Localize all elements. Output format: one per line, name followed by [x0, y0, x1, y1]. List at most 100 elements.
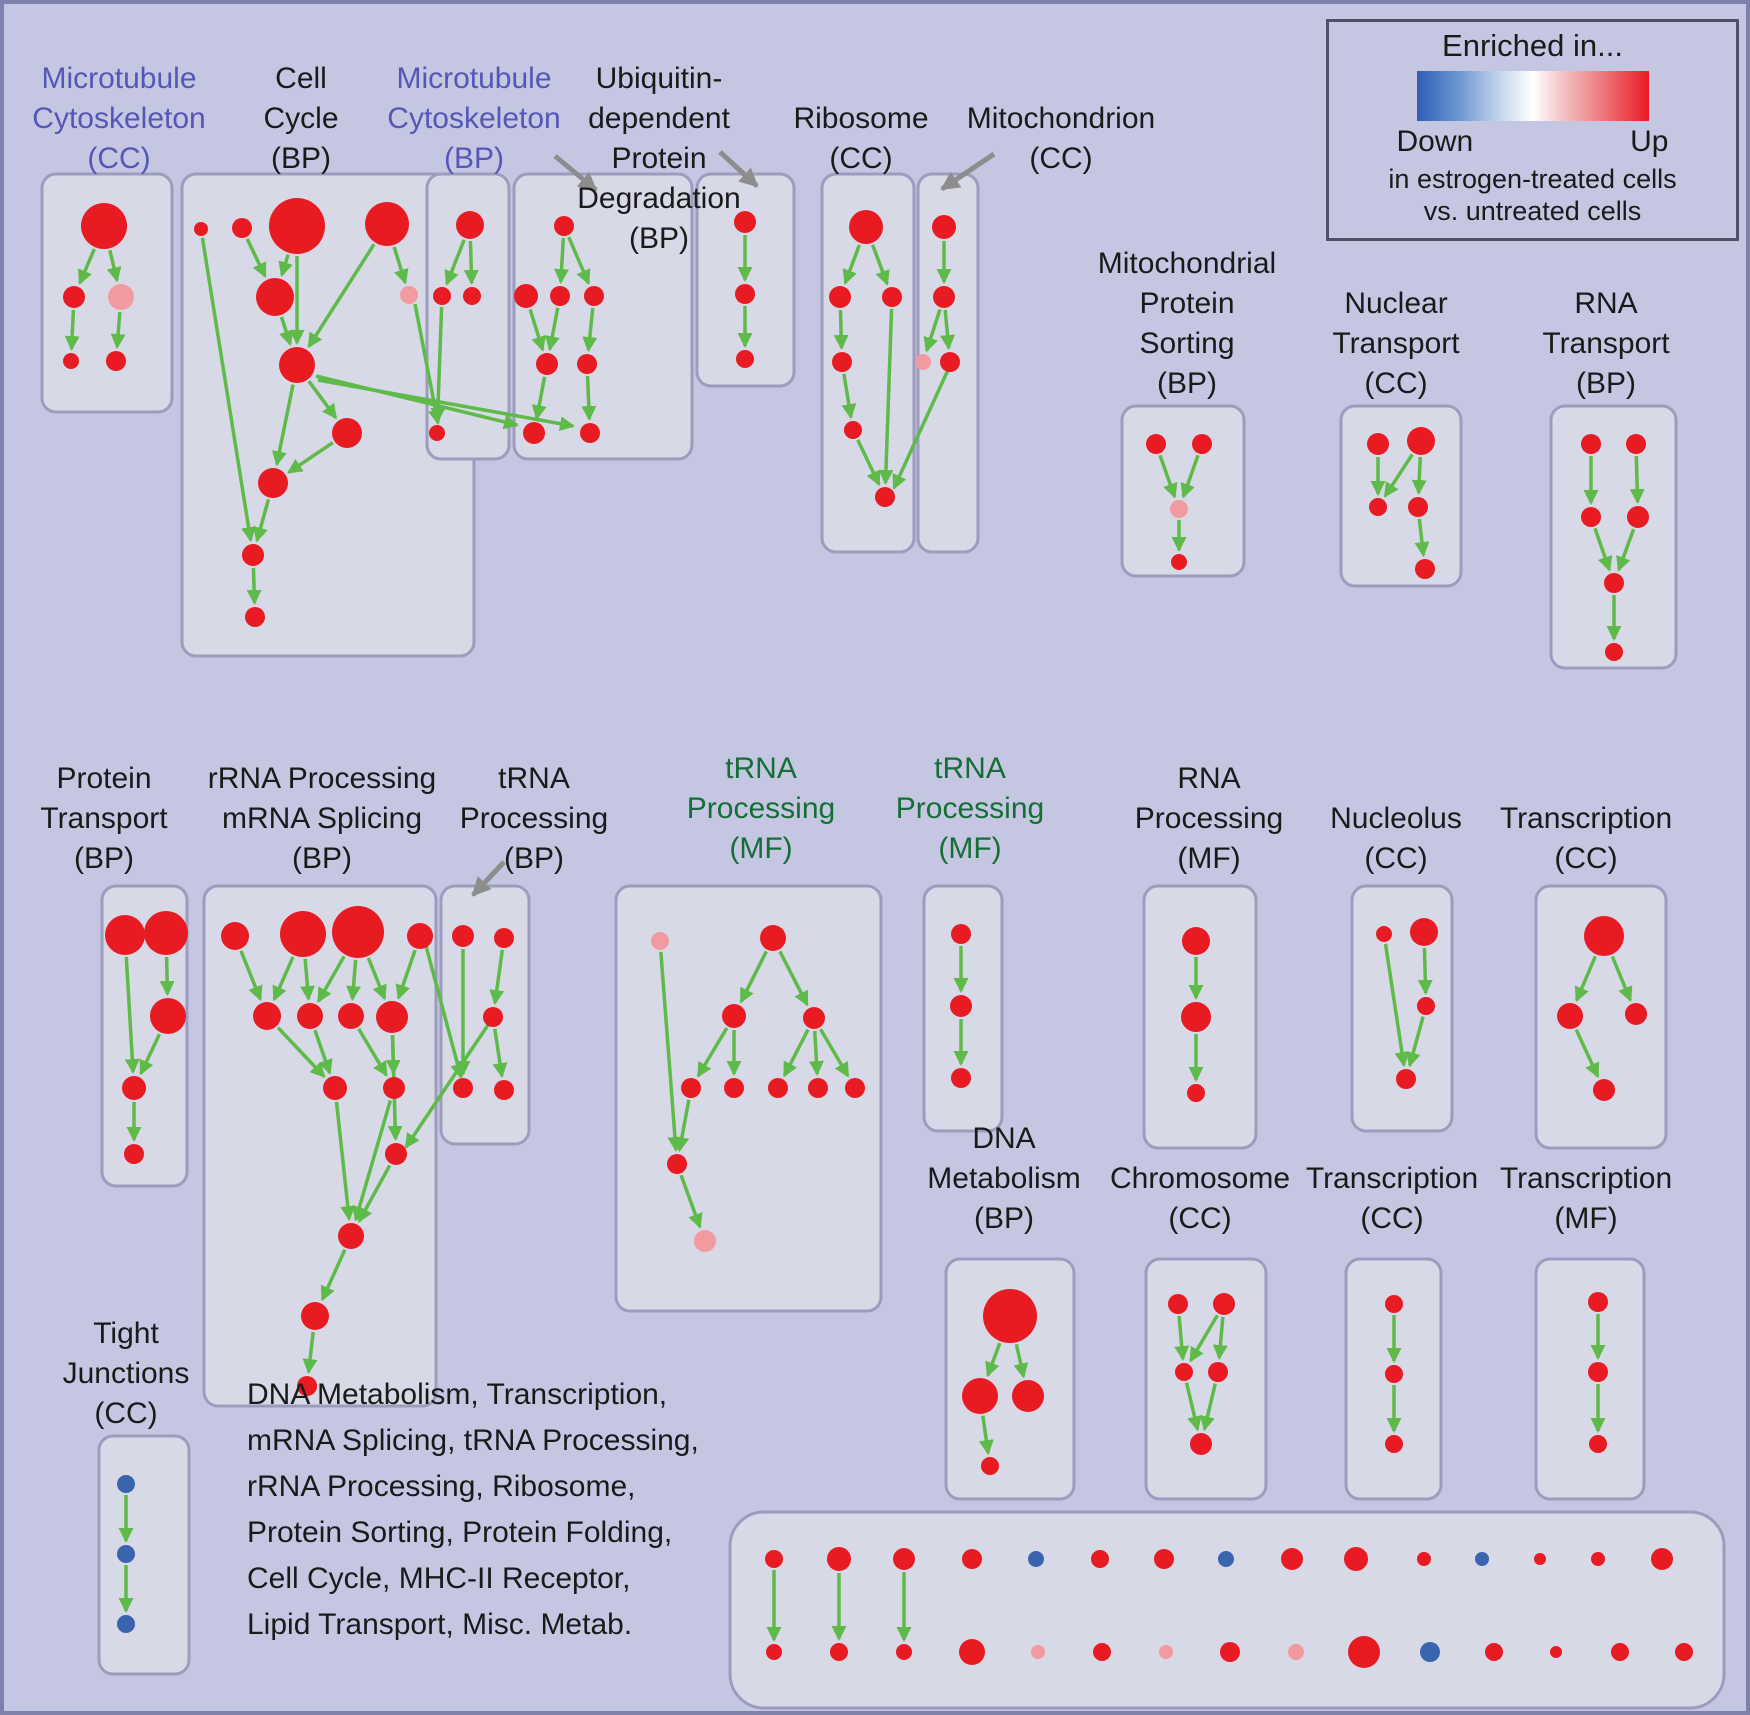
graph-node [1367, 433, 1389, 455]
graph-node [258, 468, 288, 498]
group-label-line: (BP) [444, 142, 504, 175]
graph-node [577, 354, 597, 374]
group-box-ubiquitin-dependent-protein-degradation-bp [512, 172, 694, 461]
graph-node [1485, 1643, 1503, 1661]
graph-node [962, 1378, 998, 1414]
graph-edge [1629, 455, 1645, 505]
graph-node [1376, 926, 1392, 942]
graph-edge [554, 237, 570, 285]
group-label-line: Transport [1332, 327, 1460, 360]
graph-edge [1013, 1343, 1029, 1379]
graph-edge [106, 249, 122, 283]
group-label-line: Processing [895, 792, 1045, 825]
graph-node [280, 911, 326, 957]
graph-edge [392, 246, 409, 285]
group-label-line: Junctions [62, 1357, 190, 1390]
graph-node [724, 1078, 744, 1098]
graph-edge [1174, 1315, 1190, 1362]
group-label-line: Transcription [1499, 1162, 1673, 1195]
group-label-line: Sorting [1139, 327, 1235, 360]
graph-edge [246, 567, 262, 606]
graph-node [433, 287, 451, 305]
group-label-line: (CC) [829, 142, 893, 175]
misc-cluster-annotation: DNA Metabolism, Transcription, mRNA Spli… [247, 1372, 699, 1648]
graph-edge [444, 239, 466, 286]
graph-node [1344, 1547, 1368, 1571]
graph-node [915, 354, 931, 370]
label-pointer-arrow [940, 151, 996, 192]
graph-node [117, 1545, 135, 1563]
graph-edge [279, 316, 294, 346]
graph-node [297, 1003, 323, 1029]
graph-edge [272, 956, 295, 1002]
graph-node [1627, 506, 1649, 528]
group-label-line: Protein [1139, 287, 1235, 320]
graph-node [829, 286, 851, 308]
group-label-line: Degradation [577, 182, 741, 215]
graph-node [768, 1078, 788, 1098]
graph-node [385, 1143, 407, 1165]
graph-node [1589, 1435, 1607, 1453]
graph-node [651, 932, 669, 950]
graph-node [1605, 643, 1623, 661]
group-label-line: (MF) [729, 832, 793, 865]
graph-node [554, 216, 574, 236]
group-label-line: Metabolism [927, 1162, 1081, 1195]
graph-node [933, 286, 955, 308]
graph-edge [1405, 1016, 1425, 1068]
graph-edge [334, 1101, 356, 1222]
legend-down-label: Down [1396, 125, 1474, 158]
legend-subtitle-2: vs. untreated cells [1423, 196, 1642, 226]
group-label-line: Protein [56, 762, 152, 795]
graph-edge [200, 237, 256, 543]
graph-node [766, 1644, 782, 1660]
graph-node [722, 1004, 746, 1028]
graph-node [1417, 1552, 1431, 1566]
graph-edge [272, 384, 295, 467]
graph-edge [489, 949, 505, 1006]
graph-node [536, 353, 558, 375]
graph-edge [978, 1415, 994, 1456]
group-label-nucleolus-cc: Nucleolus(CC) [1226, 799, 1566, 879]
group-box-mitochondrial-protein-sorting-bp [1120, 404, 1246, 578]
legend-box: Enriched in... Down Up in estrogen-treat… [1326, 19, 1739, 241]
group-box-rna-transport-bp [1549, 404, 1678, 670]
graph-edge [696, 1027, 729, 1078]
graph-cross-edge [413, 303, 443, 425]
graph-node [1159, 1645, 1173, 1659]
group-label-ribosome-cc: Ribosome(CC) [691, 99, 1031, 179]
graph-edge [544, 307, 560, 352]
graph-edge [77, 248, 96, 286]
group-label-line: dependent [588, 102, 730, 135]
graph-node [1175, 1363, 1193, 1381]
graph-edge [739, 950, 768, 1004]
graph-edge [1383, 453, 1414, 498]
group-label-line: (CC) [87, 142, 151, 175]
group-label-line: (CC) [1364, 842, 1428, 875]
graph-node [365, 202, 409, 246]
graph-edge [124, 956, 140, 1075]
graph-node [1218, 1551, 1234, 1567]
graph-node [1420, 1642, 1440, 1662]
graph-node [1675, 1643, 1693, 1661]
graph-edge [1610, 955, 1633, 1002]
graph-node [63, 286, 85, 308]
legend-gradient-bar [1416, 71, 1649, 121]
graph-node [844, 421, 862, 439]
graph-cross-edge [892, 369, 950, 490]
group-box-nuclear-transport-cc [1339, 404, 1463, 588]
graph-edge [276, 1026, 326, 1078]
graph-node [117, 1475, 135, 1493]
graph-edge [1212, 1316, 1228, 1361]
group-label-line: mRNA Splicing [221, 802, 423, 835]
graph-node [1288, 1644, 1304, 1660]
graph-node [1415, 559, 1435, 579]
graph-node [845, 1078, 865, 1098]
group-label-line: (CC) [1029, 142, 1093, 175]
group-label-line: (CC) [1364, 367, 1428, 400]
group-label-line: Microtubule [396, 62, 552, 95]
graph-node [494, 928, 514, 948]
graph-edge [1574, 955, 1598, 1003]
graph-node [1581, 434, 1601, 454]
